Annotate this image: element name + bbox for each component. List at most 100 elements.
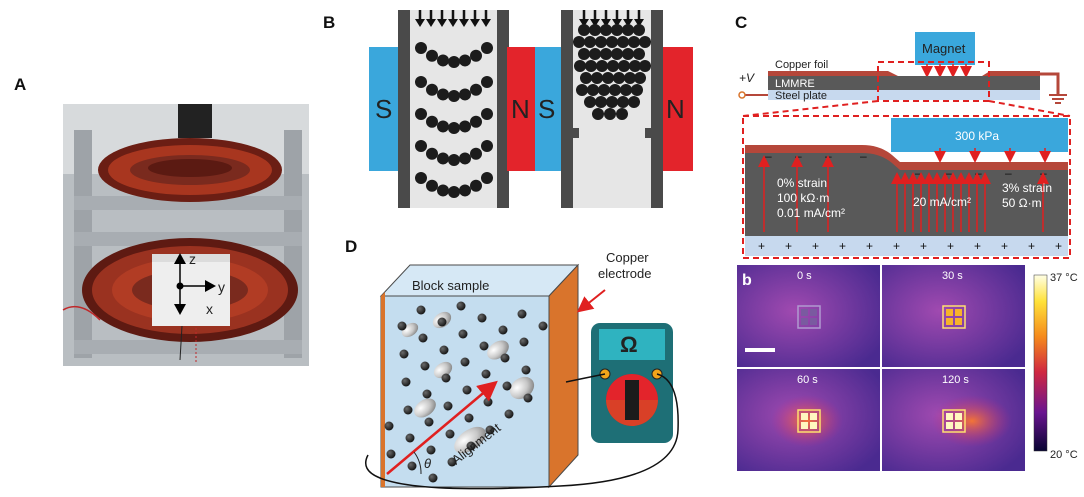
device-pixel [801,309,808,316]
particle [639,36,651,48]
negative-charge-sign: – [765,149,772,163]
particle [481,172,493,184]
pole-n-label-left: N [511,94,530,124]
magnetic-particle [441,373,451,383]
particle [481,42,493,54]
particle [459,184,471,197]
particle [602,72,614,84]
magnetic-particle [500,353,510,363]
magnetic-particle [498,325,508,335]
axis-triad: z y x [174,251,225,317]
particle [415,108,427,120]
particle [613,72,625,84]
right-resistivity-label: 50 Ω·m [1002,196,1042,210]
left-current-label: 0.01 mA/cm² [777,206,845,220]
magnetic-particle [426,445,436,455]
copper-electrode-callout: Copper electrode [576,250,651,313]
particle [415,172,427,184]
positive-charge-sign: + [974,239,981,253]
magnetic-particle [460,357,470,367]
copper-foil-label: Copper foil [775,59,828,71]
magnetic-particle [485,425,495,435]
particle [595,96,607,108]
particle [628,96,640,108]
temperature-colorbar: 37 °C 20 °C [1033,272,1078,461]
liquid-metal-droplet [454,426,486,454]
pressure-arrowhead [459,19,469,27]
positive-charge-sign: + [866,239,873,253]
device-outline [942,409,966,433]
pole-s-label-right: S [538,94,555,124]
magnetic-particle [538,321,548,331]
magnetic-particle [416,305,426,315]
pressure-arrowhead [426,19,436,27]
magnetic-particle [504,409,514,419]
pressure-arrowhead [634,19,644,27]
steel-plate-label: Steel plate [775,90,827,102]
magnet-label: Magnet [922,41,966,56]
particle [584,96,596,108]
pressure-arrowhead [448,19,458,27]
magnetic-particle [483,397,493,407]
left-strain-label: 0% strain [777,176,827,190]
pole-n-label-right: N [666,94,685,124]
axis-z-label: z [189,251,196,267]
particle [470,49,482,62]
magnetic-particle [437,317,447,327]
heat-spread [932,395,1012,447]
particle [437,120,449,133]
ohm-symbol: Ω [620,332,638,357]
magnetic-particle [447,457,457,467]
pressure-arrowhead [579,19,589,27]
device-pixel [946,318,953,325]
particle [631,84,643,96]
particle [437,88,449,101]
device-pixel [810,413,817,420]
device-outline [797,409,821,433]
particle [448,186,460,198]
particle [585,60,597,72]
particle [415,76,427,88]
magnetic-particle [481,369,491,379]
particle [470,115,482,128]
magnetic-particle [399,349,409,359]
particle [448,122,460,134]
particle [617,96,629,108]
particle [415,42,427,54]
device-pixel [955,318,962,325]
particle [598,84,610,96]
particle [426,147,438,160]
particle [437,54,449,67]
time-label: 0 s [797,270,812,282]
coil-apparatus-photo [62,104,309,366]
particle [437,184,449,197]
particle [633,24,645,36]
particle [600,48,612,60]
magnetic-particle [439,345,449,355]
lmmre-label: LMMRE [775,78,815,90]
magnetic-particle [386,449,396,459]
middle-current-label: 20 mA/cm² [913,195,971,209]
particle [448,154,460,166]
particle [448,90,460,102]
magnetic-particle [418,333,428,343]
particle [459,152,471,165]
particle [596,60,608,72]
particle [426,179,438,192]
magnetic-particle [405,433,415,443]
time-label: 120 s [942,374,969,386]
magnetic-particle [521,365,531,375]
magnetic-particle [519,337,529,347]
liquid-metal-droplet [414,398,436,418]
device-pixel [955,413,962,420]
time-label: 30 s [942,270,963,282]
magnetic-particle [420,361,430,371]
negative-charge-sign: – [1005,166,1012,180]
pressure-arrowhead [623,19,633,27]
magnetic-particle [466,441,476,451]
negative-charge-sign: – [975,166,982,180]
particle [618,60,630,72]
particle [592,108,604,120]
thermal-panel-label: b [742,272,752,289]
ohmmeter: Ω [591,323,673,443]
